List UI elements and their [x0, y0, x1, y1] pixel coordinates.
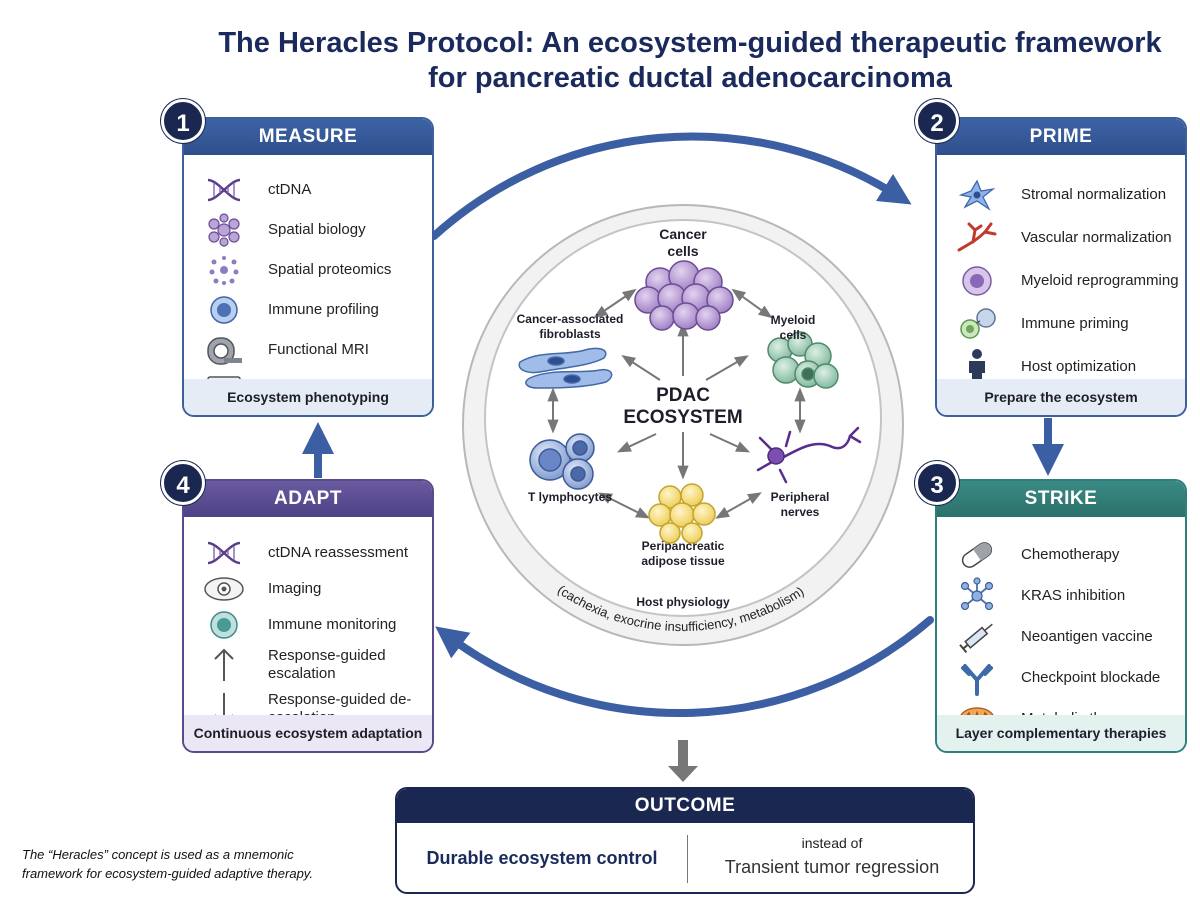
measure-item-label: Spatial biology [268, 221, 366, 238]
measure-heading: MEASURE [184, 119, 432, 155]
peripheral-nerve-illustration [756, 426, 862, 484]
prime-item-label: Host optimization [1021, 358, 1137, 375]
adapt-item: Response-guided escalation [184, 645, 432, 685]
outcome-transient-regression: Transient tumor regression [724, 857, 940, 877]
molecule-icon [960, 577, 994, 611]
outcome-divider [687, 835, 688, 883]
pill-capsule-icon [961, 542, 993, 568]
dna-helix-icon [207, 541, 241, 565]
measure-footer: Ecosystem phenotyping [184, 379, 432, 415]
host-physiology-label: Host physiology [636, 595, 730, 609]
blood-vessel-icon [957, 222, 997, 252]
measure-item-label: ctDNA [268, 181, 312, 198]
adapt-item: ctDNA reassessment [184, 533, 432, 573]
strike-item-label: Neoantigen vaccine [1021, 628, 1153, 645]
measure-item-label: Immune profiling [268, 301, 379, 318]
step-badge-2: 2 [915, 99, 959, 143]
step-badge-1: 1 [161, 99, 205, 143]
prime-item-label: Myeloid reprogramming [1021, 272, 1179, 289]
prime-item: Stromal normalization [937, 175, 1185, 215]
measure-item-label: Functional MRI [268, 341, 369, 358]
eye-scan-icon [204, 577, 244, 601]
step-badge-4: 4 [161, 461, 205, 505]
measure-item: Immune profiling [184, 290, 432, 330]
protein-dots-icon [209, 256, 239, 285]
strike-item-label: KRAS inhibition [1021, 587, 1126, 604]
syringe-icon [959, 623, 993, 654]
page-title-line-1: The Heracles Protocol: An ecosystem-guid… [218, 27, 1162, 59]
page-title-line-2: for pancreatic ductal adenocarcinoma [428, 62, 952, 94]
myeloid-cells-illustration [767, 331, 839, 389]
mri-scanner-icon [207, 337, 242, 365]
adapt-item-label: ctDNA reassessment [268, 544, 409, 561]
adapt-item: Immune monitoring [184, 605, 432, 645]
adapt-panel: ADAPT ctDNA reassessment Imaging Immune … [182, 479, 434, 753]
adipose-tissue-illustration [648, 483, 716, 544]
prime-panel: PRIME Stromal normalization Vascular nor… [935, 117, 1187, 417]
prime-item: Vascular normalization [937, 218, 1185, 258]
strike-item: KRAS inhibition [937, 576, 1185, 616]
adapt-item-label: Immune monitoring [268, 616, 397, 633]
t-lymphocytes-label: T lymphocytes [527, 490, 613, 504]
myeloid-cell-icon [962, 266, 992, 296]
measure-panel: MEASURE ctDNA Spatial biology Spatial pr… [182, 117, 434, 417]
strike-panel: STRIKE Chemotherapy KRAS inhibition Neoa… [935, 479, 1187, 753]
fibroblast-icon [958, 179, 996, 211]
cycle-arrow-strike-to-adapt [435, 616, 934, 718]
strike-footer: Layer complementary therapies [937, 715, 1185, 751]
immune-cell-icon [210, 296, 238, 324]
prime-item: Myeloid reprogramming [937, 261, 1185, 301]
dna-helix-icon [207, 178, 241, 202]
strike-item-label: Checkpoint blockade [1021, 669, 1161, 686]
adapt-heading: ADAPT [184, 481, 432, 517]
measure-item: Spatial proteomics [184, 250, 432, 290]
fibroblasts-illustration [518, 347, 613, 389]
prime-item-label: Stromal normalization [1021, 186, 1167, 203]
cell-cluster-icon [208, 213, 240, 247]
antibody-icon [961, 664, 993, 696]
cancer-cells-illustration [634, 260, 734, 331]
strike-heading: STRIKE [937, 481, 1185, 517]
strike-item-label: Chemotherapy [1021, 546, 1120, 563]
primed-cells-icon [960, 308, 996, 339]
outcome-panel: OUTCOME Durable ecosystem control instea… [395, 787, 975, 894]
measure-item: ctDNA [184, 170, 432, 210]
measure-item: Spatial biology [184, 210, 432, 250]
t-lymphocytes-illustration [529, 433, 595, 490]
prime-heading: PRIME [937, 119, 1185, 155]
cycle-arrow-measure-to-prime [430, 132, 912, 240]
strike-item: Checkpoint blockade [937, 658, 1185, 698]
prime-item-label: Immune priming [1021, 315, 1129, 332]
strike-item: Neoantigen vaccine [937, 617, 1185, 657]
outcome-instead-of: instead of [801, 835, 863, 851]
ecosystem-inner-circle [484, 219, 882, 617]
prime-footer: Prepare the ecosystem [937, 379, 1185, 415]
prime-item-label: Vascular normalization [1021, 229, 1172, 246]
arrow-up-icon [214, 648, 234, 681]
arrow-to-outcome-head [668, 766, 698, 782]
adapt-item: Imaging [184, 569, 432, 609]
adapt-footer: Continuous ecosystem adaptation [184, 715, 432, 751]
measure-item: Functional MRI [184, 330, 432, 370]
outcome-durable-control: Durable ecosystem control [426, 848, 658, 868]
strike-item: Chemotherapy [937, 535, 1185, 575]
adapt-item-label: Response-guided escalation [268, 647, 386, 682]
outcome-heading: OUTCOME [397, 789, 973, 823]
immune-cell-icon [210, 611, 238, 639]
measure-item-label: Spatial proteomics [268, 261, 392, 278]
heracles-footnote: The “Heracles” concept is used as a mnem… [22, 847, 313, 881]
adapt-item-label: Imaging [268, 580, 322, 597]
step-badge-3: 3 [915, 461, 959, 505]
prime-item: Immune priming [937, 304, 1185, 344]
